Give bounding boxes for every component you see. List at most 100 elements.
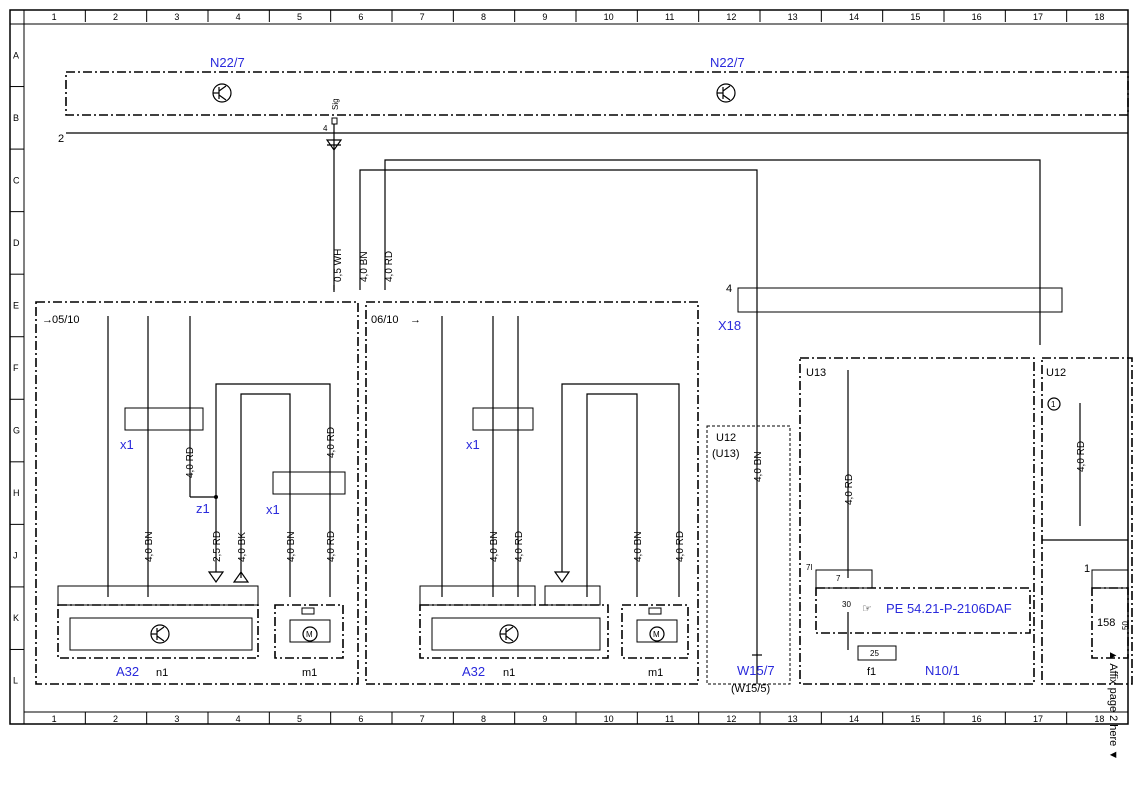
connector-x18 bbox=[737, 287, 1063, 313]
connector-arrow-icon bbox=[325, 139, 343, 152]
a32-box-right bbox=[419, 604, 609, 659]
grid-column-label: 17 bbox=[1033, 12, 1043, 22]
reference-circle-icon bbox=[1047, 397, 1061, 411]
diagram-frame bbox=[9, 9, 1129, 725]
transistor-icon bbox=[716, 83, 736, 103]
grid-column-label: 7 bbox=[420, 714, 425, 724]
grid-column-labels: 1122334455667788991010111112121313141415… bbox=[23, 10, 1104, 724]
grid-column-label: 11 bbox=[665, 12, 674, 22]
x1-label: x1 bbox=[120, 437, 134, 452]
grid-column-label: 13 bbox=[788, 12, 798, 22]
wire-label: 0,5 WH bbox=[333, 249, 344, 282]
grid-column-label: 5 bbox=[297, 714, 302, 724]
u12-right-box bbox=[1041, 357, 1133, 685]
w15-7-label: W15/7 bbox=[737, 663, 775, 678]
wire-label: 4,0 BK bbox=[237, 532, 248, 562]
fuse-rating: 25 bbox=[870, 649, 879, 658]
n10-1-label: N10/1 bbox=[925, 663, 960, 678]
n22-right-label: N22/7 bbox=[710, 55, 745, 70]
n1-left-label: n1 bbox=[156, 667, 168, 679]
connector-arrow-icon bbox=[207, 571, 225, 584]
grid-column-label: 8 bbox=[481, 714, 486, 724]
u13-label: (U13) bbox=[712, 448, 740, 460]
z1-label: z1 bbox=[196, 501, 210, 516]
grid-column-label: 9 bbox=[542, 12, 547, 22]
wire-label: 4,0 RD bbox=[675, 531, 686, 562]
motor-icon: M bbox=[636, 607, 678, 643]
svg-text:M: M bbox=[306, 630, 313, 639]
wire-label: 4,0 BN bbox=[359, 251, 370, 282]
svg-text:→: → bbox=[42, 314, 53, 326]
x1-label: x1 bbox=[466, 437, 480, 452]
fuse-f1 bbox=[857, 645, 897, 661]
u12-module-label: U12 bbox=[1046, 367, 1066, 379]
wire-label: 4,0 BN bbox=[144, 531, 155, 562]
u13-module-label: U13 bbox=[806, 367, 826, 379]
wire-label: 4,0 RD bbox=[1076, 441, 1087, 472]
grid-row-label: C bbox=[13, 175, 20, 185]
relay-label: 158 bbox=[1097, 617, 1115, 629]
u13-box bbox=[799, 357, 1035, 685]
relay-box bbox=[1091, 587, 1129, 659]
wire-label: 4,0 BN bbox=[753, 451, 764, 482]
grid-row-label: E bbox=[13, 300, 19, 310]
grid-row-label: D bbox=[13, 238, 20, 248]
transistor-icon bbox=[212, 83, 232, 103]
module-box-right bbox=[365, 301, 699, 685]
wire-label: 4,0 RD bbox=[185, 447, 196, 478]
grid-column-label: 12 bbox=[726, 12, 736, 22]
u12-box bbox=[706, 425, 791, 685]
pin-label: 4 bbox=[323, 124, 328, 133]
grid-column-label: 11 bbox=[665, 714, 674, 724]
grid-column-label: 16 bbox=[972, 714, 982, 724]
grid-row-label: A bbox=[13, 50, 19, 60]
wire-label: 2,5 RD bbox=[212, 531, 223, 562]
grid-column-label: 10 bbox=[604, 714, 614, 724]
affix-note: ▲ Affix page 2 here ▼ bbox=[1107, 650, 1119, 760]
grid-column-label: 5 bbox=[297, 12, 302, 22]
f1-label: f1 bbox=[867, 666, 876, 678]
a32-box-left bbox=[57, 604, 259, 659]
wire-label: 4,0 BN bbox=[286, 531, 297, 562]
wire-label: 4,0 BN bbox=[489, 531, 500, 562]
motor-icon: M bbox=[289, 607, 331, 643]
a32-left-label: A32 bbox=[116, 664, 139, 679]
grid-column-label: 16 bbox=[972, 12, 982, 22]
relay-sub-label: 50 bbox=[1121, 621, 1130, 630]
svg-text:→: → bbox=[410, 314, 421, 326]
n22-bus-box bbox=[65, 71, 1129, 116]
motor-box-right bbox=[621, 604, 689, 659]
grid-column-label: 3 bbox=[174, 12, 179, 22]
grid-column-label: 2 bbox=[113, 12, 118, 22]
n22-left-label: N22/7 bbox=[210, 55, 245, 70]
grid-column-label: 3 bbox=[174, 714, 179, 724]
sig-label: Sig bbox=[331, 98, 340, 110]
wire-label: 4,0 RD bbox=[326, 531, 337, 562]
connector-arrow-icon bbox=[232, 570, 250, 583]
connector-arrow-icon bbox=[553, 571, 571, 584]
hand-pointer-icon: ☞ bbox=[862, 603, 872, 615]
pe-reference-link[interactable]: PE 54.21-P-2106DAF bbox=[886, 601, 1012, 616]
wire-label: 4,0 RD bbox=[326, 427, 337, 458]
grid-column-label: 15 bbox=[910, 714, 920, 724]
m1-left-label: m1 bbox=[302, 667, 317, 679]
wire-label: 4,0 RD bbox=[384, 251, 395, 282]
grid-row-label: H bbox=[13, 488, 20, 498]
grid-column-label: 6 bbox=[358, 12, 363, 22]
grid-column-label: 14 bbox=[849, 714, 859, 724]
svg-text:1: 1 bbox=[1051, 400, 1056, 409]
page-ref-right: 06/10 bbox=[371, 314, 399, 326]
wire-label: 4,0 RD bbox=[844, 474, 855, 505]
grid-column-label: 4 bbox=[236, 714, 241, 724]
grid-row-label: K bbox=[13, 613, 19, 623]
grid-column-label: 18 bbox=[1094, 714, 1104, 724]
wire-label: 4,0 RD bbox=[514, 531, 525, 562]
pin-label: 7l bbox=[806, 563, 812, 572]
x18-label: X18 bbox=[718, 318, 741, 333]
grid-row-label: G bbox=[13, 426, 20, 436]
grid-row-label: L bbox=[13, 676, 18, 686]
motor-box-left bbox=[274, 604, 344, 659]
n10-box bbox=[815, 587, 1031, 634]
